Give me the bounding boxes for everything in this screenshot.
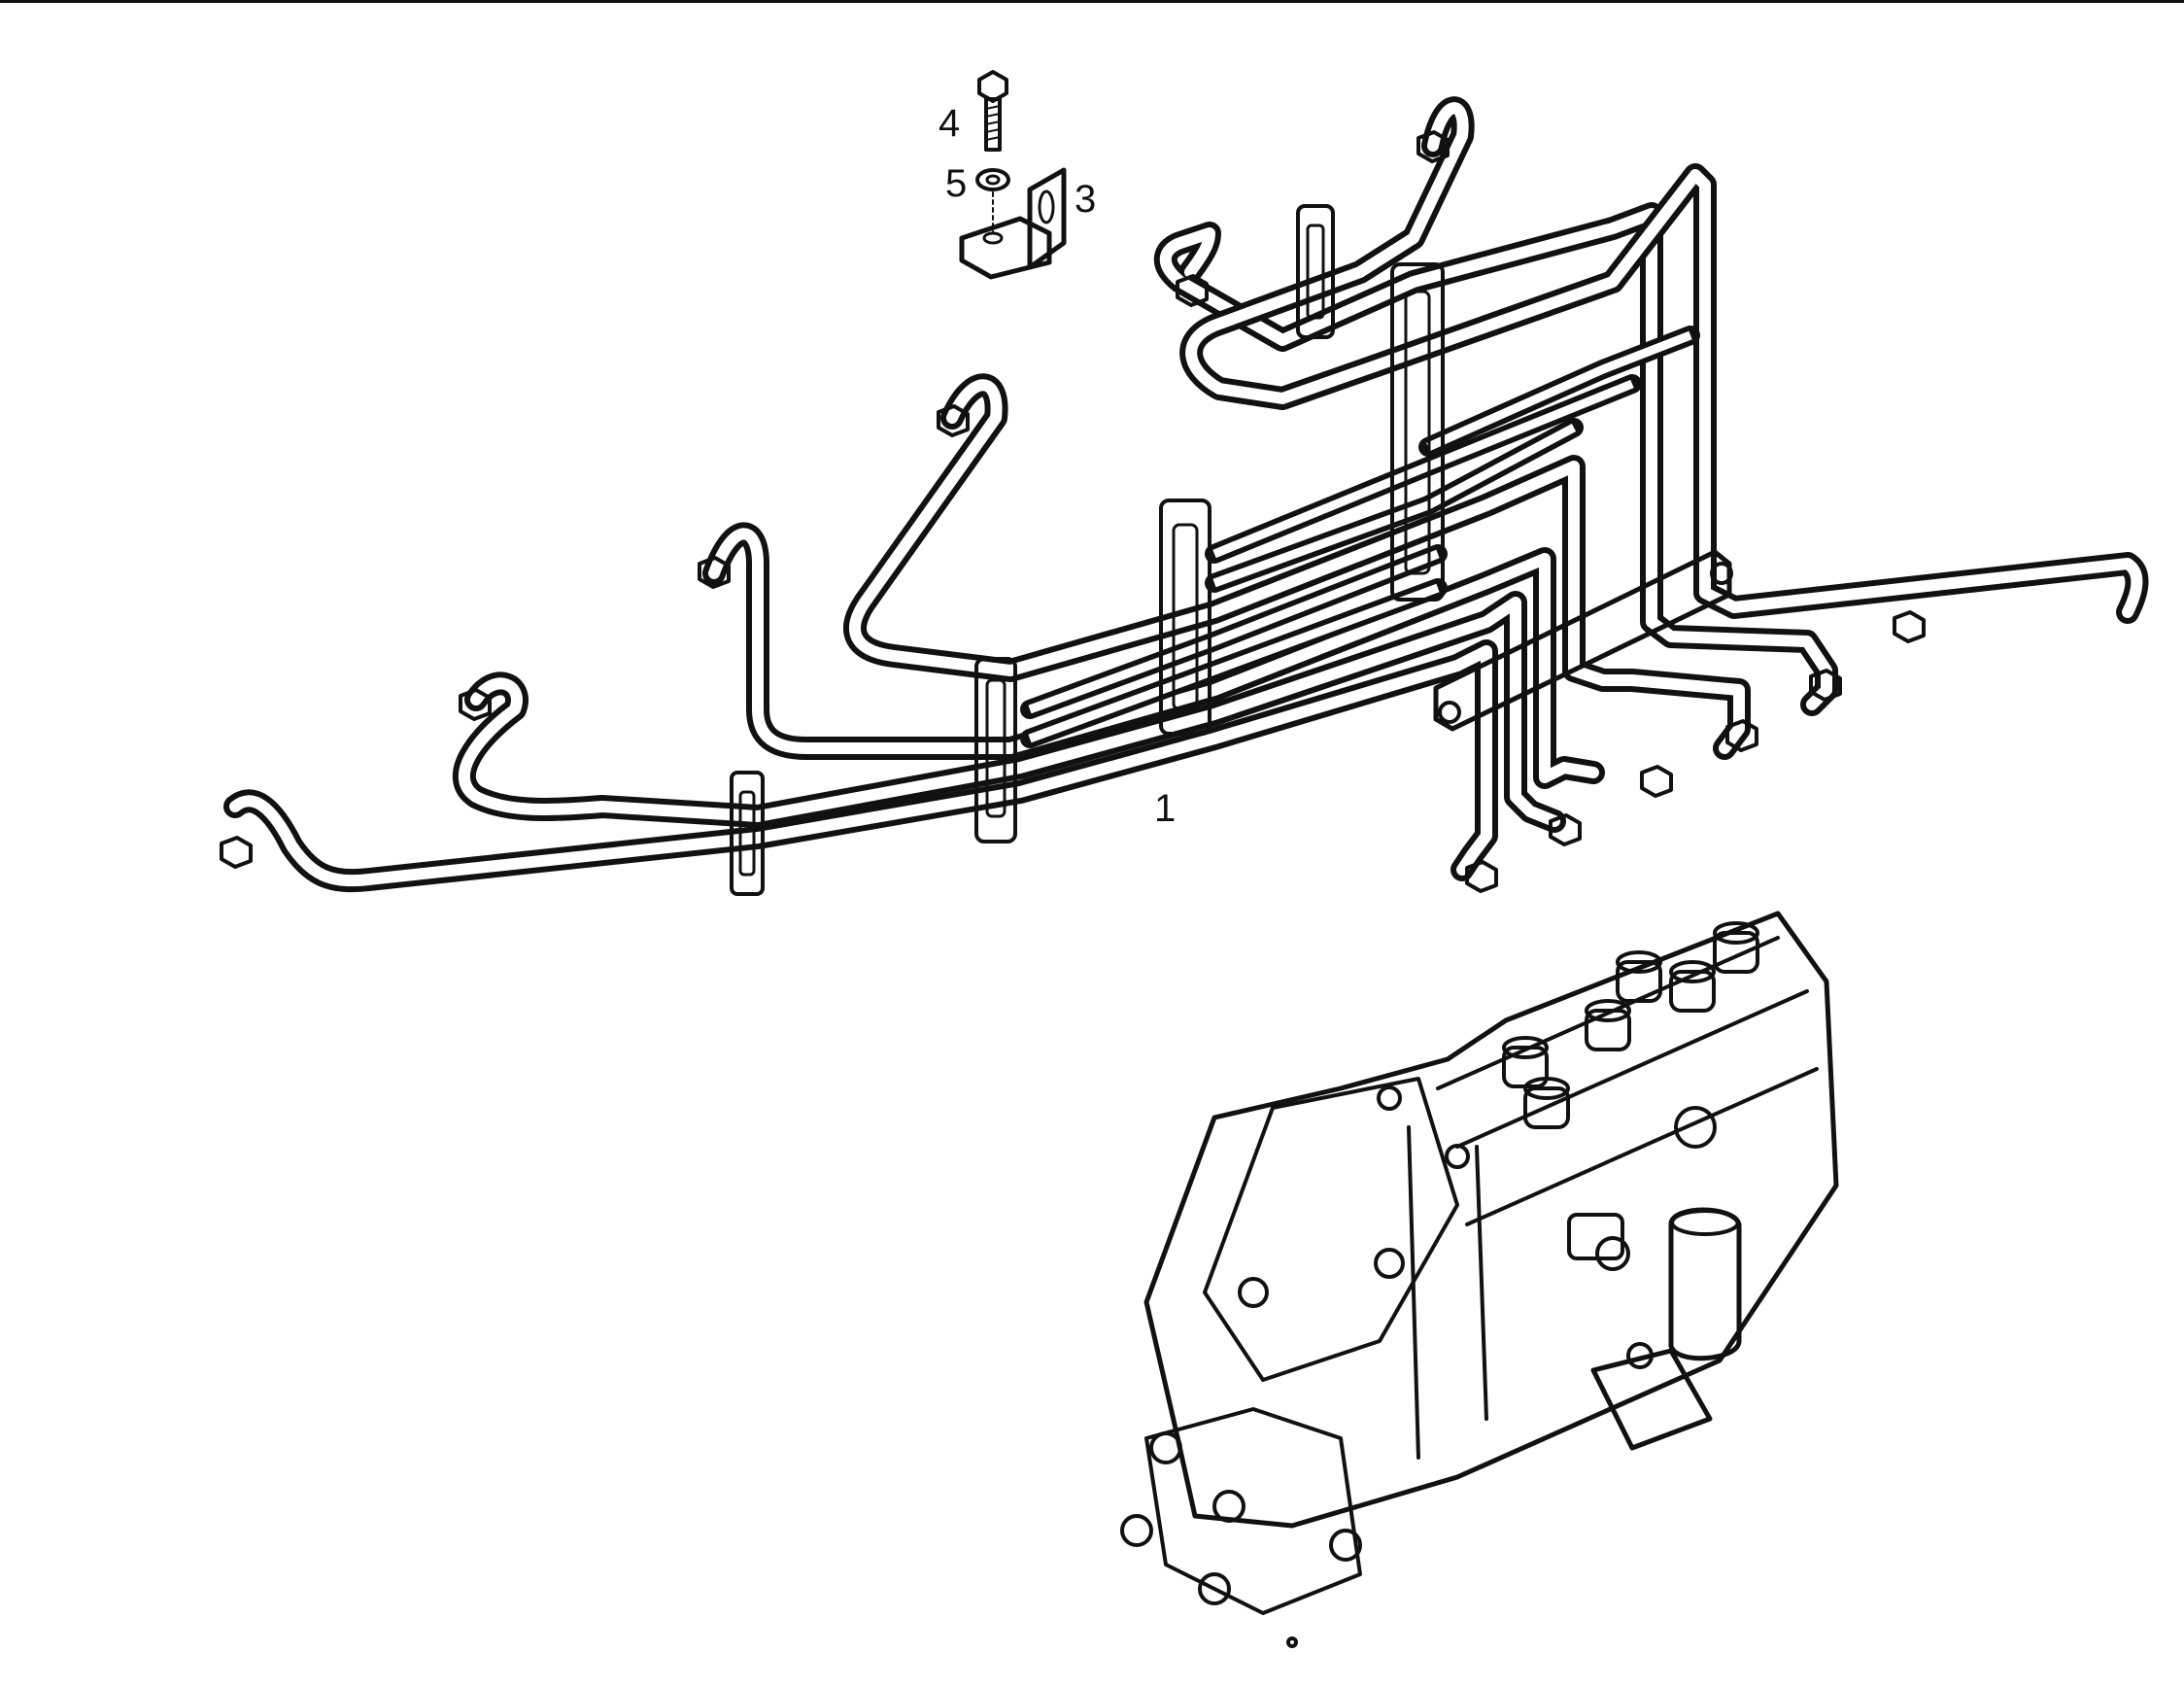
callout-5: 5 bbox=[945, 162, 967, 205]
bracket-part bbox=[959, 167, 1067, 280]
pipe-end-nuts bbox=[220, 130, 1926, 893]
bolt-part bbox=[977, 70, 1008, 152]
pipe-2 bbox=[452, 591, 1566, 833]
callout-3: 3 bbox=[1075, 178, 1096, 221]
pipe-clamps bbox=[730, 204, 1733, 896]
delivery-valve-holders bbox=[1502, 921, 1759, 1129]
callout-1: 1 bbox=[1154, 787, 1176, 830]
callout-4: 4 bbox=[938, 102, 960, 145]
page-top-border bbox=[0, 0, 2184, 3]
pipe-5 bbox=[1153, 202, 1838, 716]
injection-pump-illustration bbox=[1120, 911, 1839, 1648]
pipe-6 bbox=[1179, 96, 2149, 624]
washer-part bbox=[975, 168, 1010, 191]
fixing-hardware-group bbox=[959, 70, 1067, 280]
injection-pipe-set bbox=[220, 96, 2149, 896]
pipe-4 bbox=[843, 373, 1751, 760]
pipe-1 bbox=[223, 639, 1498, 893]
callout-labels: 1 3 4 5 bbox=[938, 102, 1176, 830]
pump-fittings bbox=[1567, 1106, 1742, 1451]
pipe-bundle-inner-runs bbox=[1020, 326, 1700, 748]
pump-bolts bbox=[1120, 1085, 1470, 1648]
